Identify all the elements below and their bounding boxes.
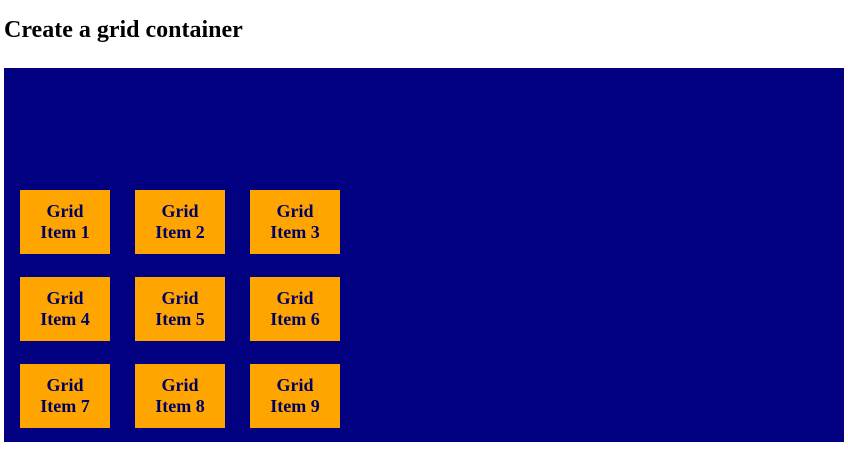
grid-item-label-line: Item 7 [40, 396, 90, 416]
grid-item-label-line: Grid [161, 375, 199, 395]
grid-item-label-line: Grid [161, 201, 199, 221]
grid-item-label-line: Grid [46, 375, 84, 395]
grid-item-label-line: Grid [46, 288, 84, 308]
grid-item-label-line: Item 5 [155, 309, 205, 329]
grid-item-label-line: Item 2 [155, 222, 205, 242]
grid-item-label-line: Item 1 [40, 222, 90, 242]
grid-item-label-line: Item 9 [270, 396, 320, 416]
grid-item-label-line: Grid [276, 375, 314, 395]
grid-item-label-line: Item 6 [270, 309, 320, 329]
page-title: Create a grid container [4, 17, 243, 43]
grid-item-label-line: Item 3 [270, 222, 320, 242]
grid-item-label-line: Grid [46, 201, 84, 221]
grid-item-label-line: Grid [161, 288, 199, 308]
grid-item-label-line: Grid [276, 201, 314, 221]
grid-item-label-line: Grid [276, 288, 314, 308]
grid-item-label-line: Item 4 [40, 309, 90, 329]
grid-item-label-line: Item 8 [155, 396, 205, 416]
